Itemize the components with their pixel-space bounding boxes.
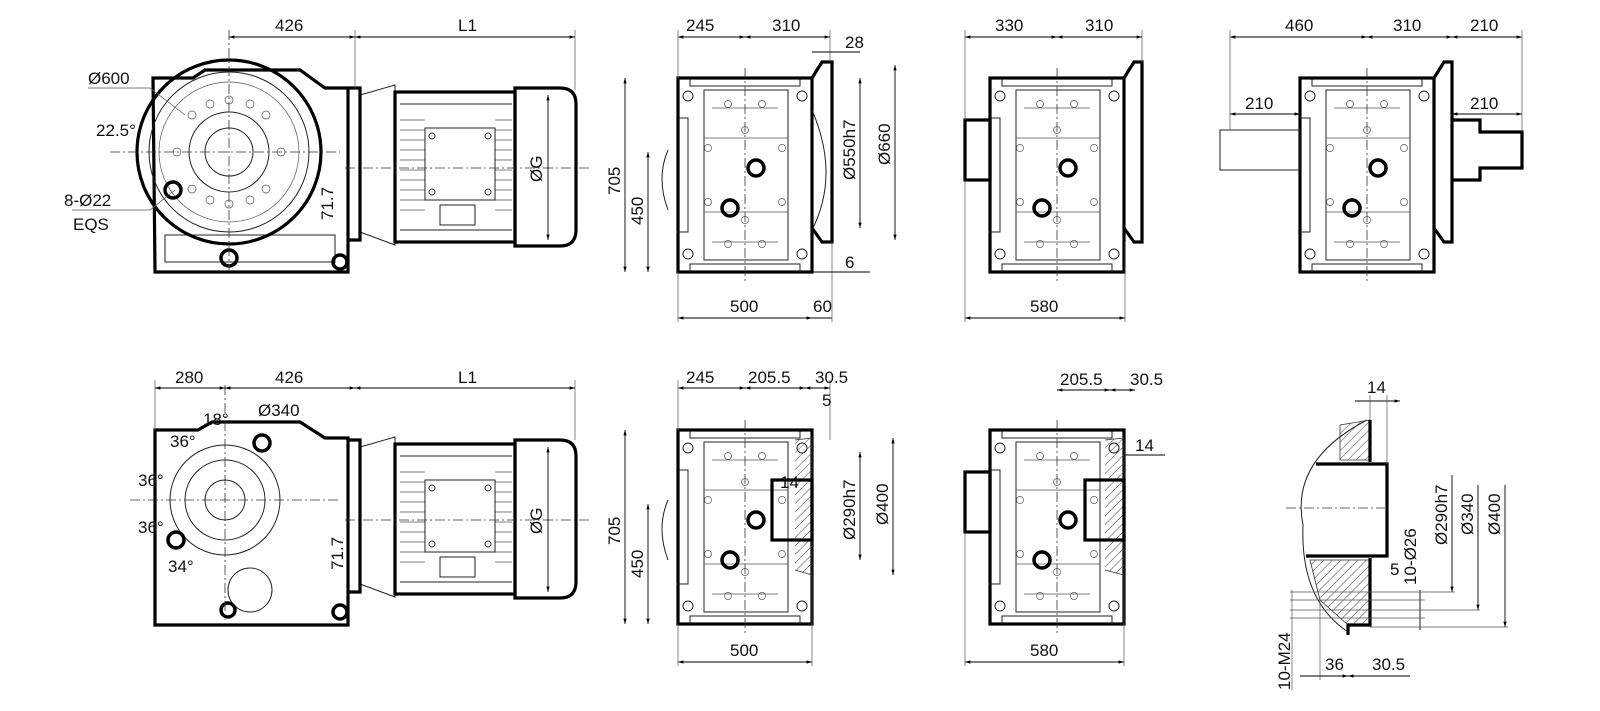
bottom-side-view-hollow: 205.5 30.5 14 580 (963, 370, 1165, 666)
angle-36-c: 36° (138, 518, 164, 537)
dim-l1: L1 (458, 16, 477, 35)
dim-l1: L1 (458, 368, 477, 387)
dim-dia-400: Ø400 (1485, 493, 1504, 535)
dim-28: 28 (845, 33, 864, 52)
dim-426: 426 (275, 368, 303, 387)
dim-310: 310 (1393, 16, 1421, 35)
dim-210-right-shaft: 210 (1470, 94, 1498, 113)
top-side-view-flange: 245 310 28 Ø550h7 Ø660 705 450 6 500 60 (605, 16, 897, 322)
dim-10-m24: 10-M24 (1275, 632, 1294, 690)
dim-500: 500 (730, 297, 758, 316)
dim-dia-340: Ø340 (1458, 493, 1477, 535)
dim-5: 5 (1390, 560, 1399, 579)
dim-426: 426 (275, 16, 303, 35)
dim-5: 5 (822, 391, 831, 410)
dim-6: 6 (845, 253, 854, 272)
dim-dia-550h7: Ø550h7 (840, 120, 859, 181)
dim-10-dia-26: 10-Ø26 (1401, 528, 1420, 585)
angle-34: 34° (168, 557, 194, 576)
angle-36-a: 36° (170, 432, 196, 451)
dim-205-5: 205.5 (1060, 370, 1103, 389)
angle-22-5: 22.5° (96, 121, 136, 140)
dim-8-dia-22: 8-Ø22 (64, 191, 111, 210)
dim-280: 280 (175, 368, 203, 387)
dim-210-left-shaft: 210 (1245, 94, 1273, 113)
top-side-view-hollow: 330 310 580 (963, 16, 1144, 322)
dim-dia-g: ØG (527, 156, 546, 182)
dim-460: 460 (1285, 16, 1313, 35)
dim-71-7: 71.7 (318, 187, 337, 220)
dim-dia-660: Ø660 (875, 123, 894, 165)
dim-245: 245 (686, 16, 714, 35)
dim-dia-600: Ø600 (88, 69, 130, 88)
dim-71-7: 71.7 (328, 537, 347, 570)
bottom-side-view-flange: 245 205.5 30.5 5 14 Ø290h7 Ø400 705 450 … (605, 368, 895, 666)
dim-60: 60 (813, 297, 832, 316)
dim-30-5: 30.5 (1372, 655, 1405, 674)
dim-245: 245 (686, 368, 714, 387)
dim-14: 14 (1135, 436, 1154, 455)
dim-330: 330 (995, 16, 1023, 35)
dim-dia-290h7: Ø290h7 (1432, 485, 1451, 546)
dim-580: 580 (1030, 297, 1058, 316)
dim-705: 705 (605, 167, 624, 195)
dim-14: 14 (1367, 378, 1386, 397)
dim-14: 14 (780, 473, 799, 492)
dim-dia-400: Ø400 (873, 483, 892, 525)
dim-210-right: 210 (1470, 16, 1498, 35)
flange-detail: 14 Ø290h7 Ø340 Ø400 10-Ø26 5 10-M24 36 3… (1275, 378, 1508, 690)
dim-205-5: 205.5 (748, 368, 791, 387)
top-side-view-shaft: 460 310 210 210 210 (1219, 16, 1524, 284)
angle-36-b: 36° (138, 471, 164, 490)
dim-580: 580 (1030, 641, 1058, 660)
dim-dia-g: ØG (527, 508, 546, 534)
dim-36: 36 (1325, 655, 1344, 674)
bottom-front-view: 280 426 L1 18° Ø340 36° 36° 36° 34° 71.7… (130, 368, 592, 627)
dim-450: 450 (628, 550, 647, 578)
dim-310: 310 (1085, 16, 1113, 35)
dim-dia-340: Ø340 (258, 401, 300, 420)
label-eqs: EQS (73, 215, 109, 234)
dim-30-5: 30.5 (815, 368, 848, 387)
dim-500: 500 (730, 641, 758, 660)
dim-30-5: 30.5 (1130, 370, 1163, 389)
top-front-view: 426 L1 Ø600 22.5° 8-Ø22 EQS 71.7 ØG (64, 16, 592, 274)
dim-705: 705 (605, 517, 624, 545)
dim-dia-290h7: Ø290h7 (840, 480, 859, 541)
dim-450: 450 (628, 197, 647, 225)
dim-310: 310 (772, 16, 800, 35)
angle-18: 18° (203, 410, 229, 429)
